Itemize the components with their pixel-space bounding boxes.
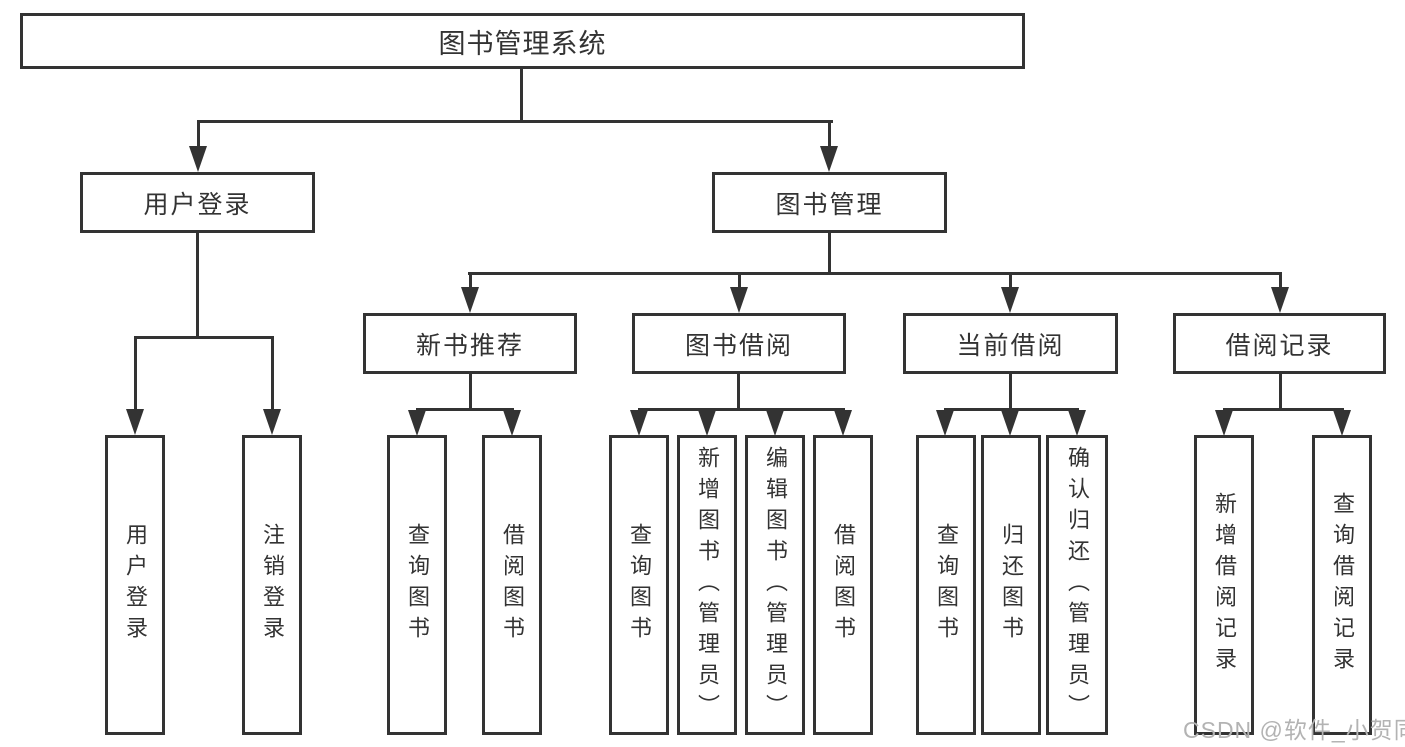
arrow-newrec-query bbox=[408, 410, 426, 436]
arrow-current-query bbox=[936, 410, 954, 436]
arrow-to-logout-leaf bbox=[263, 409, 281, 435]
leaf-borrow-edit-books-admin: 编辑图书（管理员） bbox=[745, 435, 805, 735]
arrow-to-borrow-records bbox=[1271, 287, 1289, 313]
connector-userlogin-leaf2-stub bbox=[271, 336, 274, 410]
leaf-current-query-books: 查询图书 bbox=[916, 435, 976, 735]
node-current-borrow: 当前借阅 bbox=[903, 313, 1118, 374]
arrow-to-book-mgmt bbox=[820, 146, 838, 172]
connector-userlogin-vertical bbox=[196, 233, 199, 336]
leaf-logout: 注销登录 bbox=[242, 435, 302, 735]
node-book-borrow: 图书借阅 bbox=[632, 313, 846, 374]
connector-records-stub bbox=[1279, 272, 1282, 289]
connector-book-mgmt-stub bbox=[828, 120, 831, 148]
leaf-current-confirm-return-admin: 确认归还（管理员） bbox=[1046, 435, 1108, 735]
arrow-records-add bbox=[1215, 410, 1233, 436]
leaf-borrow-add-books-admin: 新增图书（管理员） bbox=[677, 435, 737, 735]
leaf-borrow-query-books: 查询图书 bbox=[609, 435, 669, 735]
arrow-records-query bbox=[1333, 410, 1351, 436]
leaf-newrec-borrow-books: 借阅图书 bbox=[482, 435, 542, 735]
arrow-borrow-add bbox=[698, 410, 716, 436]
connector-root-horizontal bbox=[197, 120, 833, 123]
connector-borrow-horizontal bbox=[638, 408, 845, 411]
connector-borrow-vertical bbox=[737, 374, 740, 408]
leaf-newrec-query-books: 查询图书 bbox=[387, 435, 447, 735]
node-book-mgmt-branch: 图书管理 bbox=[712, 172, 947, 233]
arrow-current-return bbox=[1001, 410, 1019, 436]
arrow-to-new-book-rec bbox=[461, 287, 479, 313]
leaf-user-login: 用户登录 bbox=[105, 435, 165, 735]
connector-current-vertical bbox=[1009, 374, 1012, 408]
arrow-to-current-borrow bbox=[1001, 287, 1019, 313]
arrow-to-book-borrow bbox=[730, 287, 748, 313]
connector-borrow-stub bbox=[738, 272, 741, 289]
node-borrow-records: 借阅记录 bbox=[1173, 313, 1386, 374]
arrow-newrec-borrow bbox=[503, 410, 521, 436]
arrow-to-user-login bbox=[189, 146, 207, 172]
arrow-borrow-query bbox=[630, 410, 648, 436]
connector-user-login-stub bbox=[197, 120, 200, 148]
connector-newrec-stub bbox=[469, 272, 472, 289]
leaf-borrow-borrow-books: 借阅图书 bbox=[813, 435, 873, 735]
node-root-library-system: 图书管理系统 bbox=[20, 13, 1025, 69]
connector-current-stub bbox=[1009, 272, 1012, 289]
arrow-borrow-borrow bbox=[834, 410, 852, 436]
arrow-to-login-leaf bbox=[126, 409, 144, 435]
node-user-login-branch: 用户登录 bbox=[80, 172, 315, 233]
connector-bookmgmt-horizontal bbox=[468, 272, 1281, 275]
node-new-book-rec: 新书推荐 bbox=[363, 313, 577, 374]
connector-root-vertical bbox=[520, 69, 523, 120]
connector-bookmgmt-vertical bbox=[828, 233, 831, 272]
connector-userlogin-horizontal bbox=[134, 336, 274, 339]
leaf-current-return-books: 归还图书 bbox=[981, 435, 1041, 735]
arrow-current-confirm bbox=[1068, 410, 1086, 436]
csdn-watermark: CSDN @软件_小贺同学 bbox=[1183, 717, 1405, 743]
connector-userlogin-leaf1-stub bbox=[134, 336, 137, 410]
connector-newrec-horizontal bbox=[416, 408, 514, 411]
leaf-records-add-record: 新增借阅记录 bbox=[1194, 435, 1254, 735]
leaf-records-query-record: 查询借阅记录 bbox=[1312, 435, 1372, 735]
arrow-borrow-edit bbox=[766, 410, 784, 436]
connector-records-horizontal bbox=[1223, 408, 1343, 411]
connector-records-vertical bbox=[1279, 374, 1282, 408]
connector-newrec-vertical bbox=[469, 374, 472, 408]
